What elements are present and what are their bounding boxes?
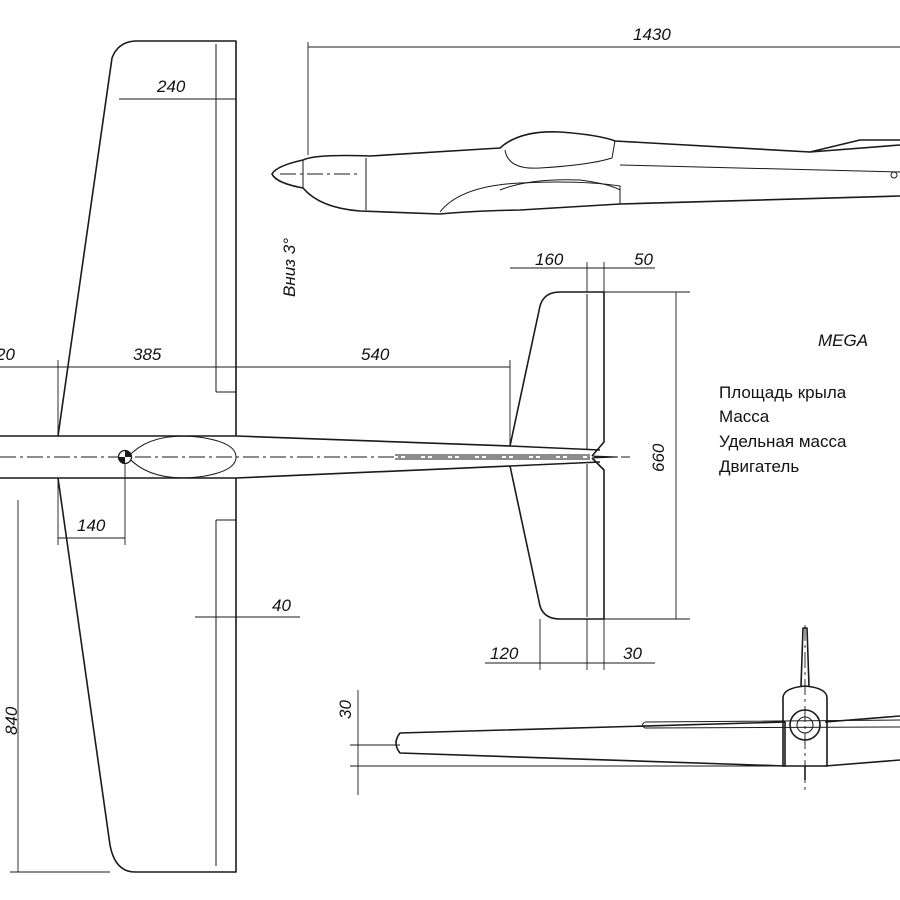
dim-660: 660: [649, 443, 668, 472]
dim-385: 385: [133, 345, 162, 364]
dim-40: 40: [272, 596, 291, 615]
stabilizer-lower: [509, 457, 605, 620]
model-name: MEGA: [818, 331, 868, 350]
info-block: MEGA Площадь крыла Масса Удельная масса …: [719, 331, 868, 476]
spec-engine: Двигатель: [719, 457, 799, 476]
dim-540: 540: [361, 345, 390, 364]
fuselage-bottom: [0, 461, 601, 479]
dim-30-elevator: 30: [623, 644, 642, 663]
elevator-joiner: [591, 455, 619, 459]
side-fin: [809, 139, 900, 153]
downthrust-label: Вниз 3°: [280, 238, 299, 297]
front-wing-right: [824, 715, 900, 767]
lower-wing-panel: [57, 477, 237, 873]
front-fuselage: [782, 685, 828, 767]
dim-20: 20: [0, 345, 15, 364]
dim-840: 840: [2, 706, 21, 735]
dim-140: 140: [77, 516, 106, 535]
stabilizer-upper: [509, 291, 605, 457]
spec-wing-area: Площадь крыла: [719, 383, 847, 402]
fuselage-side: [302, 131, 900, 161]
side-tail-line: [619, 164, 900, 173]
dim-50: 50: [634, 250, 653, 269]
top-view: [0, 40, 630, 873]
dimension-lines: [0, 42, 900, 873]
side-wing-root: [439, 181, 621, 213]
fuselage-top: [0, 435, 601, 451]
dimension-labels: 1430 240 20 385 540 160 50 660 140 40 84…: [0, 25, 671, 735]
side-wing-rib: [499, 179, 621, 191]
dim-30-dihedral: 30: [336, 700, 355, 719]
dim-160: 160: [535, 250, 564, 269]
spec-mass: Масса: [719, 407, 770, 426]
fuselage-side-bottom: [302, 187, 900, 215]
dim-240: 240: [156, 77, 186, 96]
spinner: [271, 159, 304, 189]
dim-1430: 1430: [633, 25, 671, 44]
front-view: [395, 625, 900, 790]
side-canopy: [504, 140, 616, 169]
front-wing-left: [395, 721, 786, 767]
side-tailwheel: [890, 171, 898, 179]
front-stab: [642, 719, 900, 729]
spec-wing-loading: Удельная масса: [719, 432, 847, 451]
cg-mark-fill: [118, 450, 132, 464]
upper-wing-panel: [57, 40, 237, 437]
canopy-top-view: [127, 435, 237, 479]
side-view: [271, 131, 900, 215]
dim-120: 120: [490, 644, 519, 663]
